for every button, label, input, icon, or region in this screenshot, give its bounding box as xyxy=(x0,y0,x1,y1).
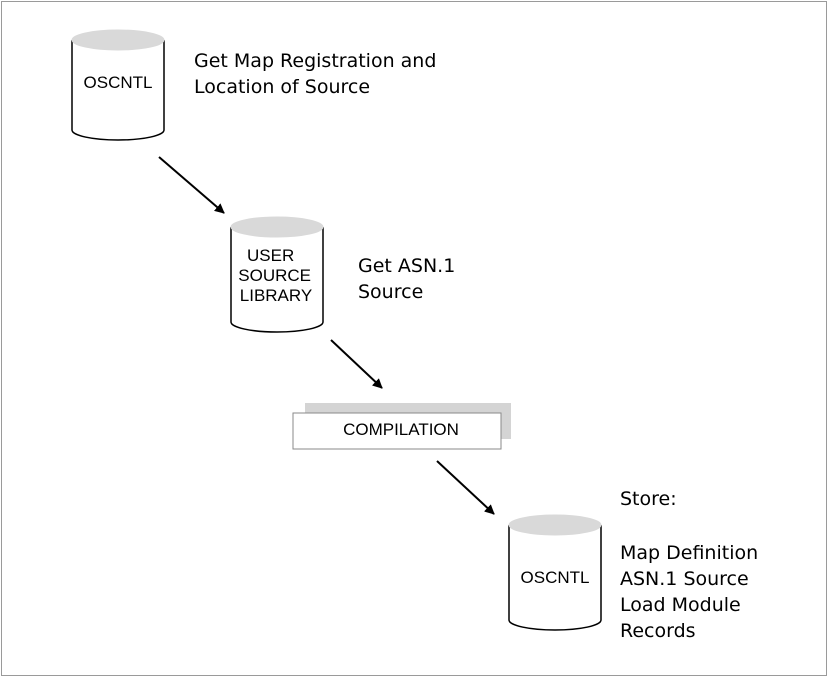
store-title: Store: xyxy=(620,488,677,510)
oscntl-source-label: OSCNTL xyxy=(84,73,153,92)
oscntl-source-database: OSCNTL xyxy=(71,29,165,141)
step-get-asn1-source: Get ASN.1 Source xyxy=(358,255,461,303)
arrow-to-compilation xyxy=(330,339,383,389)
oscntl-store-label: OSCNTL xyxy=(521,568,590,587)
oscntl-store-database: OSCNTL xyxy=(508,514,602,631)
step-get-map-registration: Get Map Registration and Location of Sou… xyxy=(194,50,442,98)
compilation-label: COMPILATION xyxy=(343,420,459,439)
store-items-list: Map Definition ASN.1 Source Load Module … xyxy=(620,542,764,642)
compilation-process-box: COMPILATION xyxy=(292,403,511,450)
user-source-library-label: USER SOURCE LIBRARY xyxy=(238,246,315,305)
user-source-library-database: USER SOURCE LIBRARY xyxy=(230,216,324,333)
arrow-to-user-library xyxy=(158,156,225,214)
arrow-to-oscntl-store xyxy=(436,460,495,515)
